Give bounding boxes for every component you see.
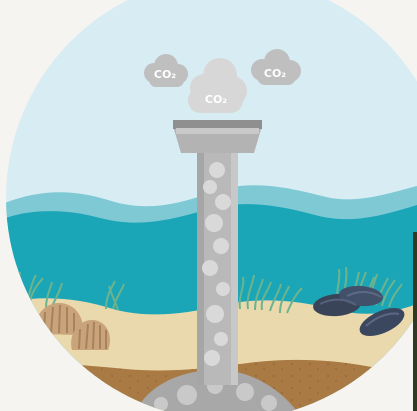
gas-in-pipe bbox=[202, 162, 231, 366]
co2-center-label: CO₂ bbox=[205, 93, 227, 106]
co2-right-label: CO₂ bbox=[264, 67, 286, 80]
reservoir-bubble bbox=[236, 383, 254, 401]
co2-cloud-left: CO₂ bbox=[144, 54, 188, 87]
seagrass-center-right bbox=[238, 274, 303, 314]
reservoir-bubble bbox=[261, 395, 277, 411]
right-edge-strip bbox=[413, 232, 417, 411]
reservoir-bubble bbox=[154, 397, 168, 411]
co2-cloud-right: CO₂ bbox=[251, 49, 301, 85]
reservoir-bubble bbox=[177, 385, 197, 405]
co2-left-label: CO₂ bbox=[154, 68, 176, 81]
mussel-shells bbox=[313, 285, 405, 337]
co2-cloud-center: CO₂ bbox=[188, 58, 247, 113]
seagrass-center-left bbox=[105, 280, 125, 311]
